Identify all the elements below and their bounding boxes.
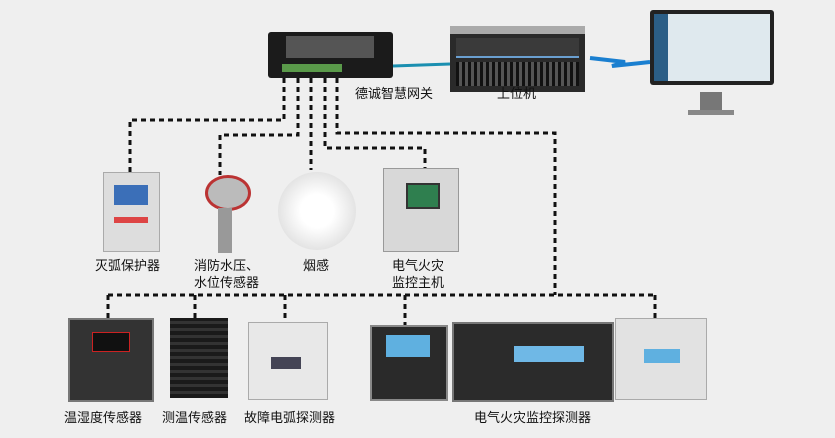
- water-sensor-device: [205, 175, 251, 211]
- server-device: [450, 26, 585, 92]
- temp-sensor-device: [170, 318, 228, 398]
- gateway-device: [268, 32, 393, 78]
- fire-host-device: [383, 168, 459, 252]
- fire-detector-label: 电气火灾监控探测器: [474, 411, 592, 426]
- fire-host-label: 电气火灾 监控主机: [392, 258, 444, 292]
- arc-protector-device: [103, 172, 160, 252]
- arc-fault-device: [248, 322, 328, 400]
- water-sensor-label-line1: 消防水压、: [194, 259, 260, 274]
- monitor-base: [688, 110, 734, 115]
- arc-fault-label: 故障电弧探测器: [244, 411, 336, 426]
- water-sensor-stem: [218, 208, 232, 253]
- temp-sensor-label: 测温传感器: [162, 411, 228, 426]
- fire-detector-device-2: [452, 322, 614, 402]
- water-sensor-label-line2: 水位传感器: [194, 276, 260, 291]
- monitor-stand: [700, 92, 722, 110]
- temp-humidity-label: 温湿度传感器: [64, 411, 143, 426]
- fire-host-label-line1: 电气火灾: [392, 259, 445, 274]
- wireless-icon: [589, 56, 651, 68]
- fire-detector-device-1: [370, 325, 448, 401]
- bottom-bus: [106, 293, 657, 325]
- smoke-detector-device: [278, 172, 356, 250]
- fire-host-label-line2: 监控主机: [392, 276, 445, 291]
- ethernet-link: [392, 62, 451, 68]
- line-fire-host: [323, 78, 427, 168]
- line-bus: [335, 78, 557, 295]
- gateway-label: 德诚智慧网关: [355, 87, 434, 102]
- fire-detector-device-3: [615, 318, 707, 400]
- monitor-device: [650, 10, 774, 85]
- line-arc-protector: [128, 78, 286, 172]
- line-water-sensor: [218, 78, 300, 175]
- host-computer-label: 上位机: [497, 87, 537, 102]
- arc-protector-label: 灭弧保护器: [95, 259, 161, 274]
- smoke-detector-label: 烟感: [303, 259, 330, 274]
- water-sensor-label: 消防水压、 水位传感器: [194, 258, 259, 292]
- temp-humidity-device: [68, 318, 154, 402]
